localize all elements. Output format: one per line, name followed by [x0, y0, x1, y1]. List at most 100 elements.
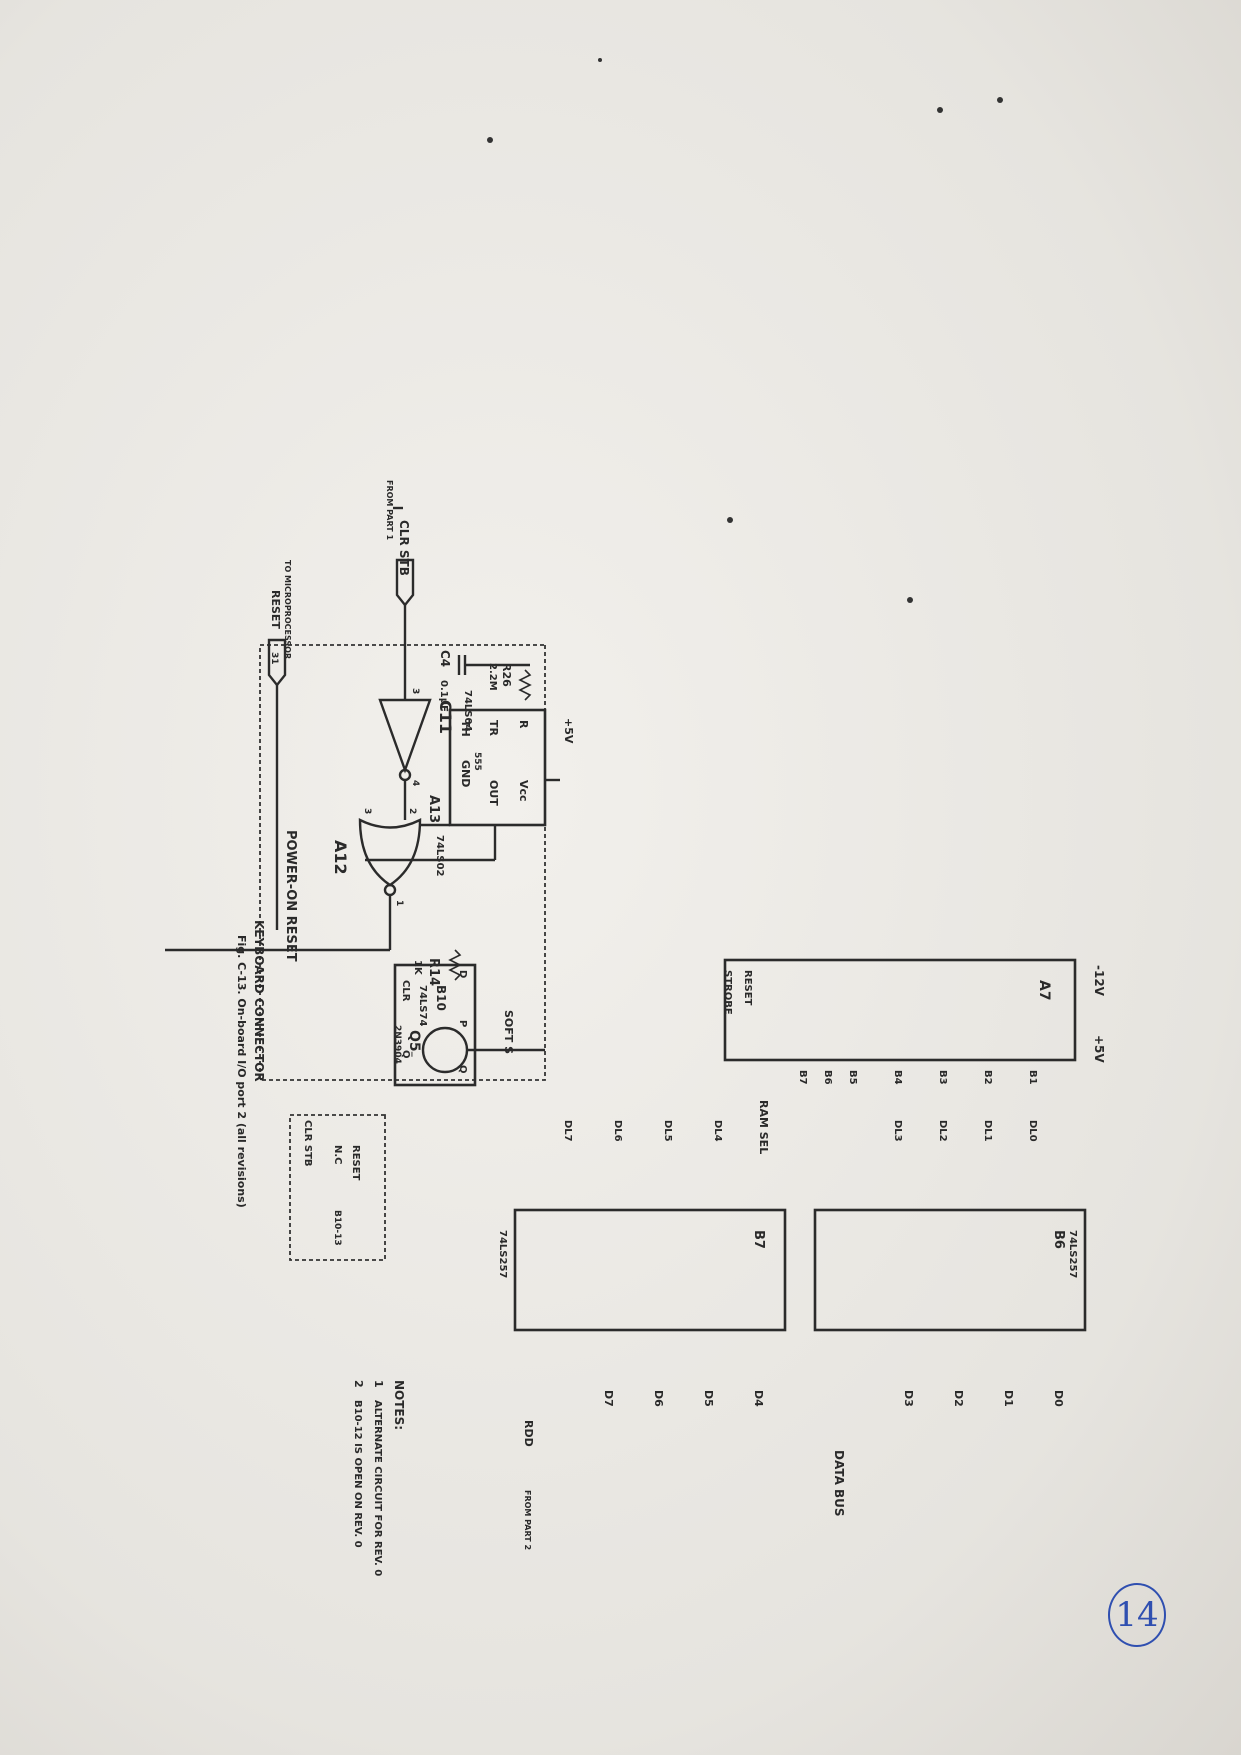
r26-value: 2.2M [487, 663, 498, 691]
a12-pin-out: 1 [394, 900, 404, 906]
a12-ref: A12 [331, 840, 350, 875]
note-2-number: 2 [352, 1380, 365, 1388]
a7-strobe-label: STROBE [722, 970, 733, 1015]
b10-ref: B10 [434, 985, 448, 1011]
dl-input-1: DL1 [982, 1120, 993, 1142]
reset-top-label: RESET [269, 590, 282, 629]
a13-pin-th: TH [459, 720, 472, 737]
c11-inverter [378, 698, 432, 774]
soft-s-label: SOFT S [502, 1010, 515, 1054]
r26-ref: R26 [500, 663, 513, 687]
a7-supply-neg: -12V [1092, 965, 1106, 997]
rev0-clr-stb-label: CLR STB [302, 1120, 313, 1167]
rev0-reset-label: RESET [350, 1145, 361, 1181]
notes-title: NOTES: [392, 1380, 406, 1430]
rev0-alternate-enclosure [289, 1114, 386, 1261]
a13-555-timer [448, 708, 547, 827]
page-number: 14 [1108, 1583, 1166, 1647]
a12-nor-gate [358, 818, 422, 887]
a13-pin-r: R [517, 720, 530, 729]
b10-pin-qbar: Q̅ [400, 1050, 413, 1059]
data-out-d1: D1 [1002, 1390, 1015, 1407]
data-out-d5: D5 [702, 1390, 715, 1407]
a7-out-b4: B4 [892, 1070, 903, 1085]
reset-pin: 31 [269, 652, 279, 665]
r26-resistor [518, 669, 532, 701]
dl-input-4: DL4 [712, 1120, 723, 1142]
clr-stb-connector [395, 558, 415, 607]
power-on-reset-label: POWER-ON RESET [283, 830, 298, 962]
data-outputs: D0 D1 D2 D3 D4 D5 D6 D7 [602, 1390, 1065, 1407]
a7-out-b3: B3 [937, 1070, 948, 1085]
power-on-reset-enclosure [259, 644, 546, 1081]
b10-type: 74LS74 [417, 985, 428, 1026]
b6-type: 74LS257 [1067, 1230, 1078, 1278]
a7-out-b6: B6 [822, 1070, 833, 1085]
c11-in-pin: 3 [410, 688, 420, 694]
data-out-d4: D4 [752, 1390, 765, 1407]
figure-caption: Fig. C-13. On-board I/O port 2 (all revi… [235, 935, 248, 1208]
b10-pin-p: P [457, 1020, 468, 1027]
b6-ref: B6 [1051, 1230, 1066, 1249]
data-out-d3: D3 [902, 1390, 915, 1407]
a12-pin-a: 2 [407, 808, 417, 814]
a13-pin-vcc: Vcc [517, 780, 530, 802]
r14-value: 1K [412, 960, 423, 976]
dl-input-6: DL6 [612, 1120, 623, 1142]
r14-ref: R14 [426, 958, 441, 986]
a13-pin-tr: TR [487, 720, 500, 737]
a13-pin-gnd: GND [459, 760, 472, 787]
ram-sel-label: RAM SEL [757, 1100, 770, 1154]
speck [907, 597, 913, 603]
from-part2-label: FROM PART 2 [523, 1490, 532, 1550]
dl-inputs: DL0 DL1 DL2 DL3 DL4 DL5 DL6 DL7 [562, 1120, 1038, 1142]
b6-mux [813, 1208, 1087, 1332]
a12-bubble [383, 883, 397, 897]
b10-pin-d: D [457, 970, 468, 978]
speck [598, 58, 602, 62]
schematic-landscape: POWER-ON RESET FROM PART 1 CLR STB C11 7… [165, 480, 1106, 1576]
rdd-label: RDD [522, 1420, 535, 1447]
note-1-text: ALTERNATE CIRCUIT FOR REV. 0 [372, 1400, 383, 1576]
a7-supply-pos: +5V [1092, 1035, 1106, 1063]
a13-pin-out: OUT [487, 780, 500, 806]
q5-type: 2N3904 [392, 1025, 402, 1064]
a12-pin-b: 3 [362, 808, 372, 814]
data-out-d6: D6 [652, 1390, 665, 1407]
a7-block [723, 958, 1077, 1062]
a7-out-b5: B5 [847, 1070, 858, 1085]
a7-out-b2: B2 [982, 1070, 993, 1085]
a7-out-b7: B7 [797, 1070, 808, 1085]
speck [937, 107, 943, 113]
a13-ref: A13 [426, 795, 441, 823]
a7-out-b1: B1 [1027, 1070, 1038, 1085]
to-micro-label: TO MICROPROCESSOR [283, 560, 292, 659]
a12-type: 74LS02 [434, 835, 445, 876]
reset-connector [267, 638, 287, 687]
a7-reset-label: RESET [742, 970, 753, 1006]
notes-block: NOTES: 1 ALTERNATE CIRCUIT FOR REV. 0 2 … [352, 1380, 406, 1576]
a7-outputs: B1 B2 B3 B4 B5 B6 B7 [797, 1070, 1038, 1085]
rev0-b10-13-label: B10-13 [332, 1210, 342, 1246]
data-out-d2: D2 [952, 1390, 965, 1407]
b7-ref: B7 [751, 1230, 766, 1249]
b10-flip-flop [393, 963, 477, 1087]
data-out-d7: D7 [602, 1390, 615, 1407]
b7-type: 74LS257 [497, 1230, 508, 1278]
b10-pin-q: Q [457, 1065, 468, 1074]
a13-supply: +5V [562, 718, 575, 744]
a7-ref: A7 [1036, 980, 1052, 1001]
data-out-d0: D0 [1052, 1390, 1065, 1407]
from-part1-label: FROM PART 1 [385, 480, 394, 541]
note-1-number: 1 [372, 1380, 385, 1388]
speck [487, 137, 493, 143]
a13-type: 555 [472, 752, 482, 771]
c4-value: 0.1μF [438, 680, 449, 712]
rev0-nc-label: N.C [332, 1145, 343, 1165]
c4-ref: C4 [438, 650, 452, 667]
dl-input-2: DL2 [937, 1120, 948, 1142]
dl-input-0: DL0 [1027, 1120, 1038, 1142]
speck [727, 517, 733, 523]
